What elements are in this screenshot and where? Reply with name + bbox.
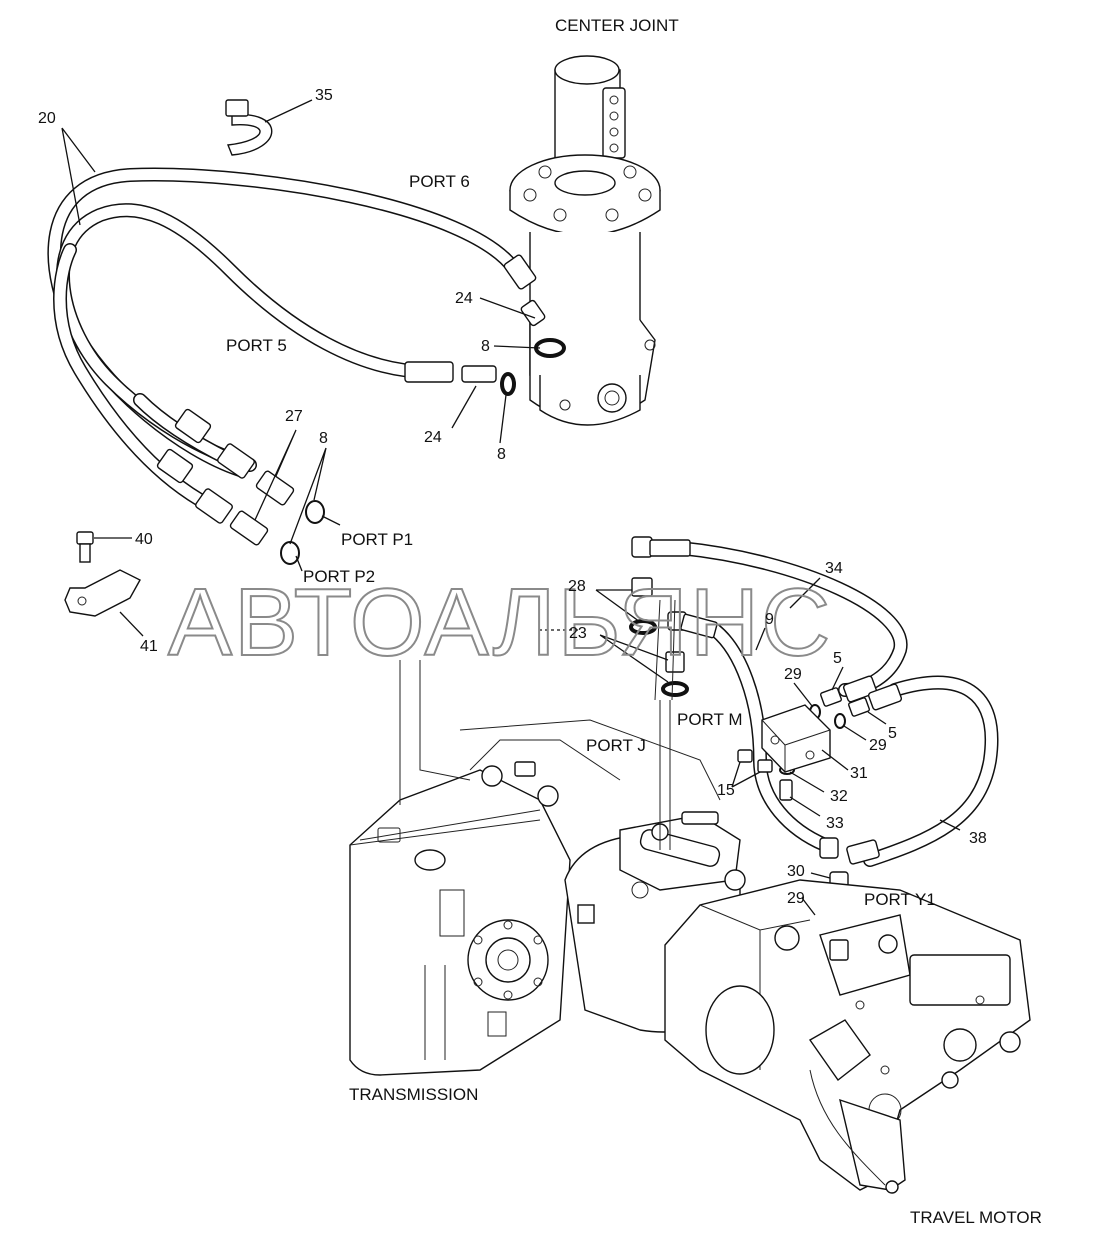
label-port-5: PORT 5 bbox=[226, 336, 287, 355]
label-port-6: PORT 6 bbox=[409, 172, 470, 191]
callout-9: 9 bbox=[765, 611, 774, 628]
callout-40: 40 bbox=[135, 531, 153, 548]
label-port-p1: PORT P1 bbox=[341, 530, 413, 549]
callout-8-left: 8 bbox=[319, 430, 328, 447]
hose-20-pair bbox=[47, 167, 522, 507]
center-joint bbox=[509, 55, 661, 426]
leader-lines bbox=[61, 99, 961, 916]
label-port-m: PORT M bbox=[677, 710, 743, 729]
travel-motor bbox=[664, 879, 1031, 1194]
hose-fittings bbox=[156, 254, 546, 546]
callout-30: 30 bbox=[787, 863, 805, 880]
callout-27: 27 bbox=[285, 408, 303, 425]
callout-5-right: 5 bbox=[888, 725, 897, 742]
callout-32: 32 bbox=[830, 788, 848, 805]
callout-5-top: 5 bbox=[833, 650, 842, 667]
transmission bbox=[349, 660, 721, 1076]
callout-41: 41 bbox=[140, 638, 158, 655]
callout-24-bottom: 24 bbox=[424, 429, 442, 446]
callout-35: 35 bbox=[315, 87, 333, 104]
callout-23: 23 bbox=[569, 625, 587, 642]
callout-33: 33 bbox=[826, 815, 844, 832]
watermark: АВТОАЛЬЯНС bbox=[168, 569, 832, 676]
callout-8-top: 8 bbox=[481, 338, 490, 355]
callout-29-right: 29 bbox=[869, 737, 887, 754]
callout-38: 38 bbox=[969, 830, 987, 847]
callout-29-bottom: 29 bbox=[787, 890, 805, 907]
label-port-y1: PORT Y1 bbox=[864, 890, 936, 909]
callout-8-bottom: 8 bbox=[497, 446, 506, 463]
clamp-41 bbox=[64, 531, 141, 617]
callout-34: 34 bbox=[825, 560, 843, 577]
band-35 bbox=[225, 99, 273, 156]
block-31 bbox=[737, 704, 831, 801]
callout-29-top: 29 bbox=[784, 666, 802, 683]
callout-numbers: 35 20 24 8 24 8 27 8 40 41 28 23 34 9 29… bbox=[38, 87, 987, 907]
callout-20: 20 bbox=[38, 110, 56, 127]
callout-24-top: 24 bbox=[455, 290, 473, 307]
callout-31: 31 bbox=[850, 765, 868, 782]
port-labels: CENTER JOINT PORT 6 PORT 5 PORT P1 PORT … bbox=[226, 16, 1042, 1227]
hose-34-9-38 bbox=[631, 536, 999, 895]
label-transmission: TRANSMISSION bbox=[349, 1085, 478, 1104]
label-port-p2: PORT P2 bbox=[303, 567, 375, 586]
label-travel-motor: TRAVEL MOTOR bbox=[910, 1208, 1042, 1227]
label-center-joint: CENTER JOINT bbox=[555, 16, 679, 35]
label-port-j: PORT J bbox=[586, 736, 646, 755]
callout-28: 28 bbox=[568, 578, 586, 595]
callout-15: 15 bbox=[717, 782, 735, 799]
